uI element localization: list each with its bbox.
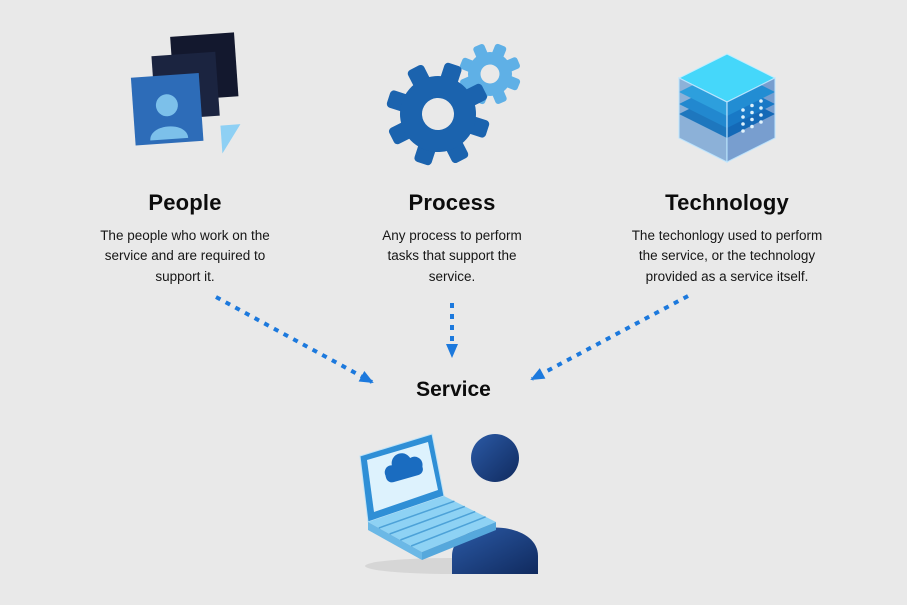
column-people: People The people who work on the servic… [70,30,300,287]
people-description: The people who work on the service and a… [100,228,270,284]
column-process: Process Any process to perform tasks tha… [337,30,567,287]
process-title: Process [408,190,496,215]
people-title: People [148,190,222,215]
technology-cube-icon [612,30,842,182]
arrow-people-to-service [215,295,374,384]
process-description: Any process to perform tasks that suppor… [382,228,522,284]
people-layers-icon [70,30,300,182]
process-gears-icon [337,30,567,182]
service-title: Service [416,378,491,401]
technology-title: Technology [665,190,789,215]
column-technology: Technology The techonlogy used to perfor… [612,30,842,287]
service-person-laptop-icon [340,406,570,576]
arrow-technology-to-service [530,294,689,381]
technology-description: The techonlogy used to perform the servi… [631,228,823,284]
